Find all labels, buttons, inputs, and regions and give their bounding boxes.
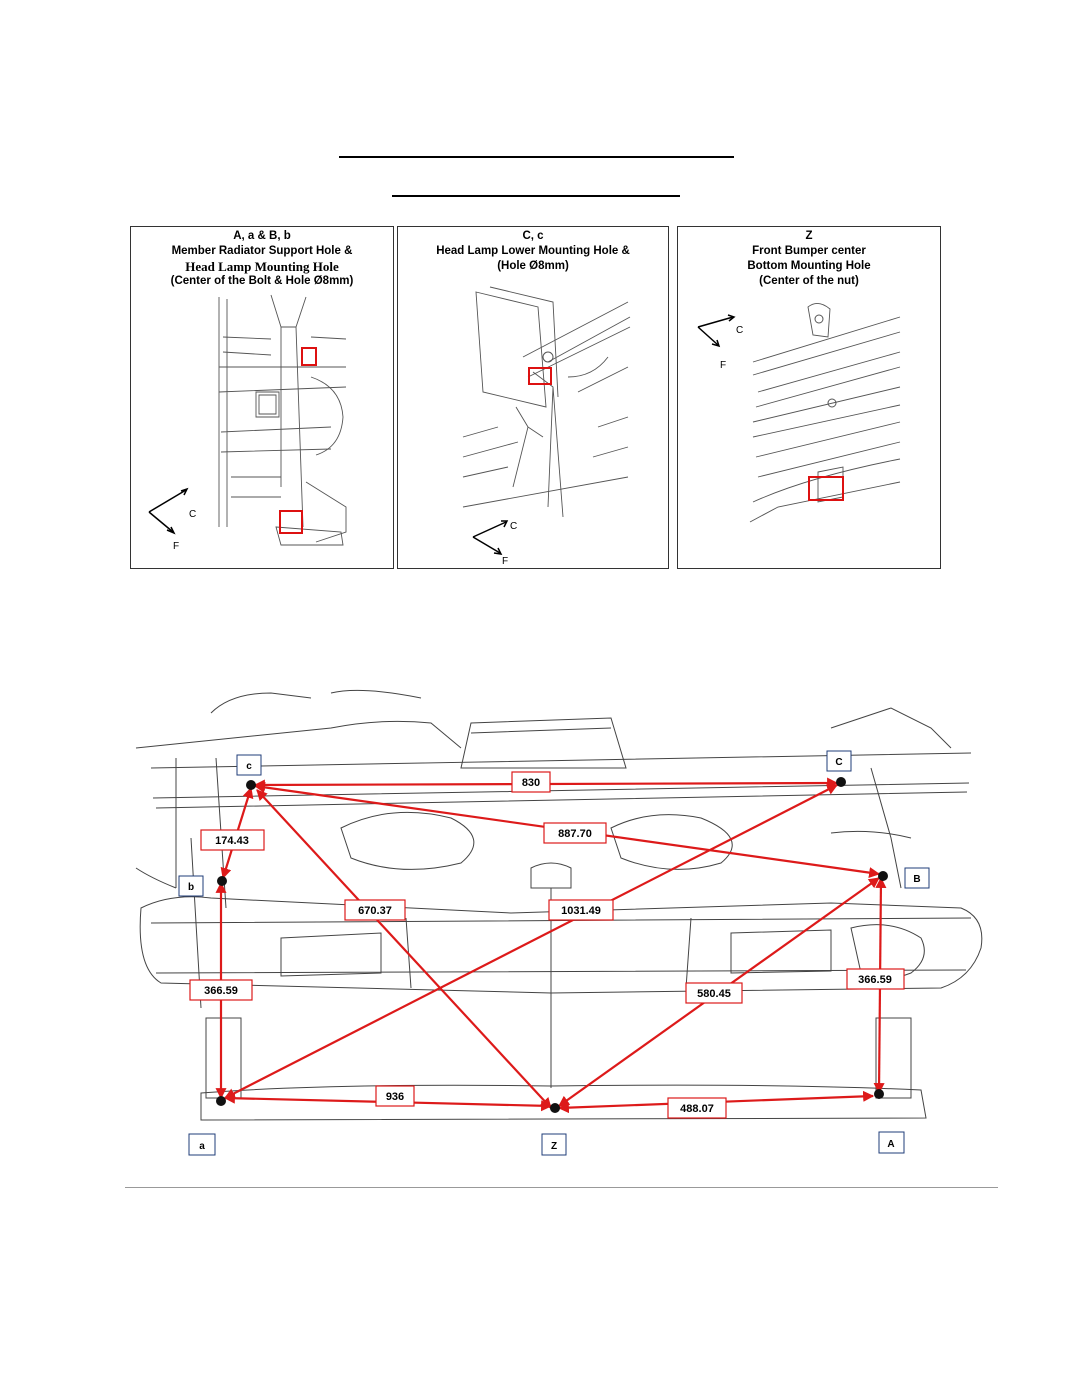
- panel-c-title: C, c: [522, 230, 544, 242]
- dim-label-ba: 366.59: [189, 979, 253, 1001]
- panel-a-heading: A, a & B, b Member Radiator Support Hole…: [131, 229, 393, 289]
- dim-label-cB: 887.70: [543, 822, 607, 844]
- point-Z: [550, 1103, 560, 1113]
- dim-label-aC: 1031.49: [548, 899, 614, 921]
- panel-c-axis-f: F: [502, 556, 508, 567]
- point-A: [874, 1089, 884, 1099]
- panel-c-line-3: (Hole Ø8mm): [497, 260, 569, 272]
- axis-arrows-icon: [697, 314, 736, 348]
- svg-text:1031.49: 1031.49: [561, 905, 601, 917]
- svg-text:887.70: 887.70: [558, 828, 592, 840]
- point-labels: c C b B a Z A: [178, 750, 930, 1156]
- point-B: [878, 871, 888, 881]
- point-label-B: B: [904, 867, 930, 889]
- panel-z-line-2: Front Bumper center: [752, 245, 866, 257]
- panel-a-title: A, a & B, b: [233, 230, 291, 242]
- axis-arrows-icon: [148, 487, 189, 535]
- footer-rule: [125, 1187, 998, 1188]
- svg-text:936: 936: [386, 1091, 404, 1103]
- panel-z-title: Z: [805, 230, 813, 242]
- svg-text:580.45: 580.45: [697, 988, 731, 1000]
- dim-label-cC: 830: [511, 771, 551, 793]
- panel-z-axis-c: C: [736, 325, 743, 336]
- panel-a-line-2: Member Radiator Support Hole &: [171, 245, 353, 257]
- point-label-Z: Z: [541, 1133, 567, 1156]
- panel-c-heading: C, c Head Lamp Lower Mounting Hole & (Ho…: [398, 229, 668, 274]
- dim-label-BA: 366.59: [846, 968, 905, 990]
- panel-a-axis-c: C: [189, 509, 196, 520]
- svg-text:a: a: [199, 1141, 205, 1152]
- svg-text:174.43: 174.43: [215, 835, 249, 847]
- front-structure-dimension-diagram: 830 887.70 174.43 670.37 1031.49 366.59 …: [135, 689, 983, 1156]
- svg-text:A: A: [887, 1139, 894, 1150]
- dimension-labels: 830 887.70 174.43 670.37 1031.49 366.59 …: [189, 771, 905, 1119]
- point-label-A: A: [878, 1131, 905, 1154]
- panel-a-axis-f: F: [173, 541, 179, 552]
- panel-c-axis-c: C: [510, 521, 517, 532]
- panel-z-heading: Z Front Bumper center Bottom Mounting Ho…: [678, 229, 940, 289]
- panel-hole-a-b: A, a & B, b Member Radiator Support Hole…: [130, 226, 394, 569]
- panel-hole-c: C, c Head Lamp Lower Mounting Hole & (Ho…: [397, 226, 669, 569]
- svg-text:366.59: 366.59: [858, 974, 892, 986]
- panel-z-line-4: (Center of the nut): [759, 275, 859, 287]
- point-label-C: C: [826, 750, 852, 772]
- svg-text:c: c: [246, 761, 252, 772]
- svg-text:B: B: [913, 874, 920, 885]
- svg-text:b: b: [188, 882, 194, 893]
- panel-z-drawing: C F: [697, 303, 901, 523]
- panel-z-line-3: Bottom Mounting Hole: [747, 260, 871, 272]
- svg-text:670.37: 670.37: [358, 905, 392, 917]
- svg-text:Z: Z: [551, 1141, 557, 1152]
- svg-text:488.07: 488.07: [680, 1103, 714, 1115]
- panel-a-drawing: C F: [148, 294, 347, 552]
- panel-a-line-4: (Center of the Bolt & Hole Ø8mm): [170, 275, 354, 287]
- point-C: [836, 777, 846, 787]
- svg-text:830: 830: [522, 777, 540, 789]
- axis-arrows-icon: [472, 520, 509, 555]
- dim-label-cZ: 670.37: [344, 899, 406, 921]
- panel-z-axis-f: F: [720, 360, 726, 371]
- dim-line-a-C: [224, 784, 838, 1099]
- point-a: [216, 1096, 226, 1106]
- point-label-b: b: [178, 875, 204, 897]
- point-b: [217, 876, 227, 886]
- dim-label-aZ: 936: [375, 1085, 415, 1107]
- dim-label-cb: 174.43: [200, 829, 265, 851]
- measurement-points: [216, 777, 888, 1113]
- point-label-c: c: [236, 754, 262, 776]
- heading-rule-bottom: [392, 195, 680, 197]
- panel-a-line-3: Head Lamp Mounting Hole: [185, 259, 339, 274]
- heading-rule-top: [339, 156, 734, 158]
- panel-c-line-2: Head Lamp Lower Mounting Hole &: [436, 245, 630, 257]
- dim-label-ZB: 580.45: [685, 982, 743, 1004]
- svg-text:366.59: 366.59: [204, 985, 238, 997]
- point-label-a: a: [188, 1133, 216, 1156]
- dimension-lines: [215, 777, 887, 1114]
- dim-label-ZA: 488.07: [667, 1097, 727, 1119]
- panel-c-drawing: C F: [462, 286, 631, 567]
- svg-text:C: C: [835, 757, 842, 768]
- point-c: [246, 780, 256, 790]
- panel-hole-z: Z Front Bumper center Bottom Mounting Ho…: [677, 226, 941, 569]
